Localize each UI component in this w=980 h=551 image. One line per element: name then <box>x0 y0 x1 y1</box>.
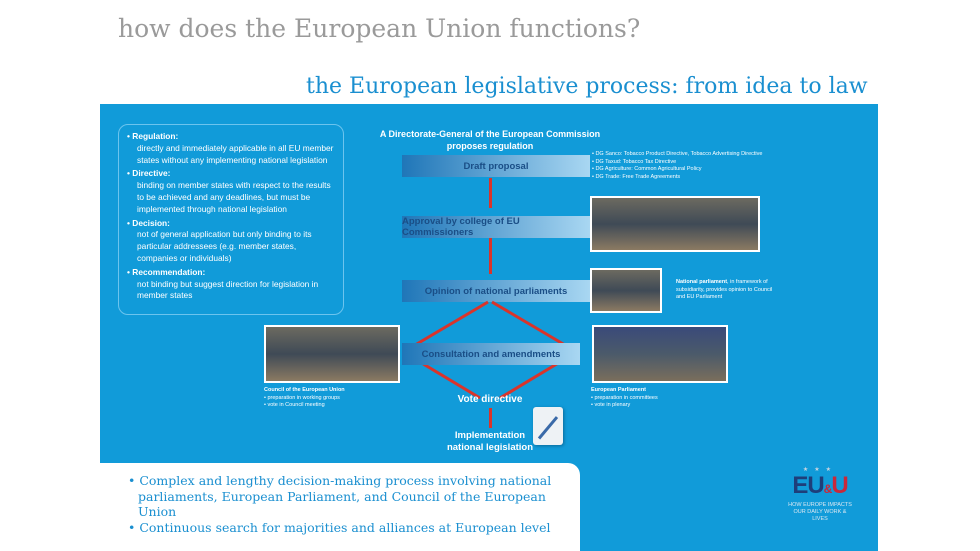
document-pen-icon <box>533 407 563 445</box>
logo-text: EU&U <box>792 472 848 499</box>
note-item: • preparation in working groups <box>264 394 340 401</box>
desc: binding on member states with respect to… <box>137 180 331 214</box>
type-regulation: • Regulation:directly and immediately ap… <box>127 131 337 166</box>
impl-line: national legislation <box>446 442 534 453</box>
term: Regulation: <box>132 131 179 141</box>
step-vote: Vote directive <box>457 394 523 405</box>
step-draft-proposal: Draft proposal <box>402 155 590 177</box>
dg-item: • DG Trade: Free Trade Agreements <box>592 173 681 180</box>
summary-item: • Complex and lengthy decision-making pr… <box>128 473 552 519</box>
term: Recommendation: <box>132 266 206 277</box>
note-item: • preparation in committees <box>591 394 658 401</box>
national-parliament-note: National parliament, in framework of sub… <box>676 279 776 302</box>
term: Decision: <box>132 217 170 228</box>
page-title: how does the European Union functions? <box>118 14 641 43</box>
note-title: European Parliament <box>591 387 647 393</box>
ep-note: European Parliament • preparation in com… <box>591 387 731 410</box>
type-decision: • Decision:not of general application bu… <box>127 218 337 265</box>
page-subtitle: the European legislative process: from i… <box>306 74 868 99</box>
summary-item: • Continuous search for majorities and a… <box>128 519 551 535</box>
stars-icon: ★★★ <box>802 467 838 473</box>
note-title: Council of the European Union <box>264 387 345 393</box>
step-implementation: Implementation national legislation <box>430 430 550 454</box>
legal-acts-box: • Regulation:directly and immediately ap… <box>118 124 344 315</box>
logo-tagline: OUR DAILY WORK & LIVES <box>793 509 847 522</box>
dg-list: • DG Sanco: Tobacco Product Directive, T… <box>592 151 772 181</box>
desc: not binding but suggest direction for le… <box>137 278 319 301</box>
parliament-photo <box>592 325 728 383</box>
national-parliament-photo <box>590 268 662 313</box>
note-item: • vote in Council meeting <box>264 402 325 408</box>
impl-line: Implementation <box>454 430 526 441</box>
pen-icon <box>537 416 559 440</box>
step-opinion: Opinion of national parliaments <box>402 280 590 302</box>
type-directive: • Directive:binding on member states wit… <box>127 168 337 215</box>
arrow-down <box>489 408 492 428</box>
logo-tagline: HOW EUROPE IMPACTS <box>788 502 852 508</box>
dg-item: • DG Taxud: Tobacco Tax Directive <box>592 158 677 165</box>
council-photo <box>264 325 400 383</box>
flow-heading: A Directorate-General of the European Co… <box>350 128 630 152</box>
heading-line: A Directorate-General of the European Co… <box>379 129 601 139</box>
step-consultation: Consultation and amendments <box>402 343 580 365</box>
desc: directly and immediately applicable in a… <box>137 142 334 165</box>
note-text: , in framework of subsidiarity, provides… <box>676 279 773 300</box>
step-approval: Approval by college of EU Commissioners <box>402 216 590 238</box>
commissioners-photo <box>590 196 760 252</box>
arrow-down <box>489 178 492 208</box>
desc: not of general application but only bind… <box>137 229 312 263</box>
note-bold: National parliament <box>676 279 728 285</box>
note-item: • vote in plenary <box>591 402 631 408</box>
dg-item: • DG Sanco: Tobacco Product Directive, T… <box>592 151 763 157</box>
type-recommendation: • Recommendation:not binding but suggest… <box>127 267 337 302</box>
term: Directive: <box>132 168 171 179</box>
arrow-down <box>489 238 492 274</box>
summary-box: • Complex and lengthy decision-making pr… <box>100 463 580 551</box>
eu-and-u-logo: ★★★ EU&U HOW EUROPE IMPACTS OUR DAILY WO… <box>785 466 855 523</box>
council-note: Council of the European Union • preparat… <box>264 387 404 410</box>
heading-line: proposes regulation <box>446 141 534 151</box>
dg-item: • DG Agriculture: Common Agricultural Po… <box>592 166 702 172</box>
